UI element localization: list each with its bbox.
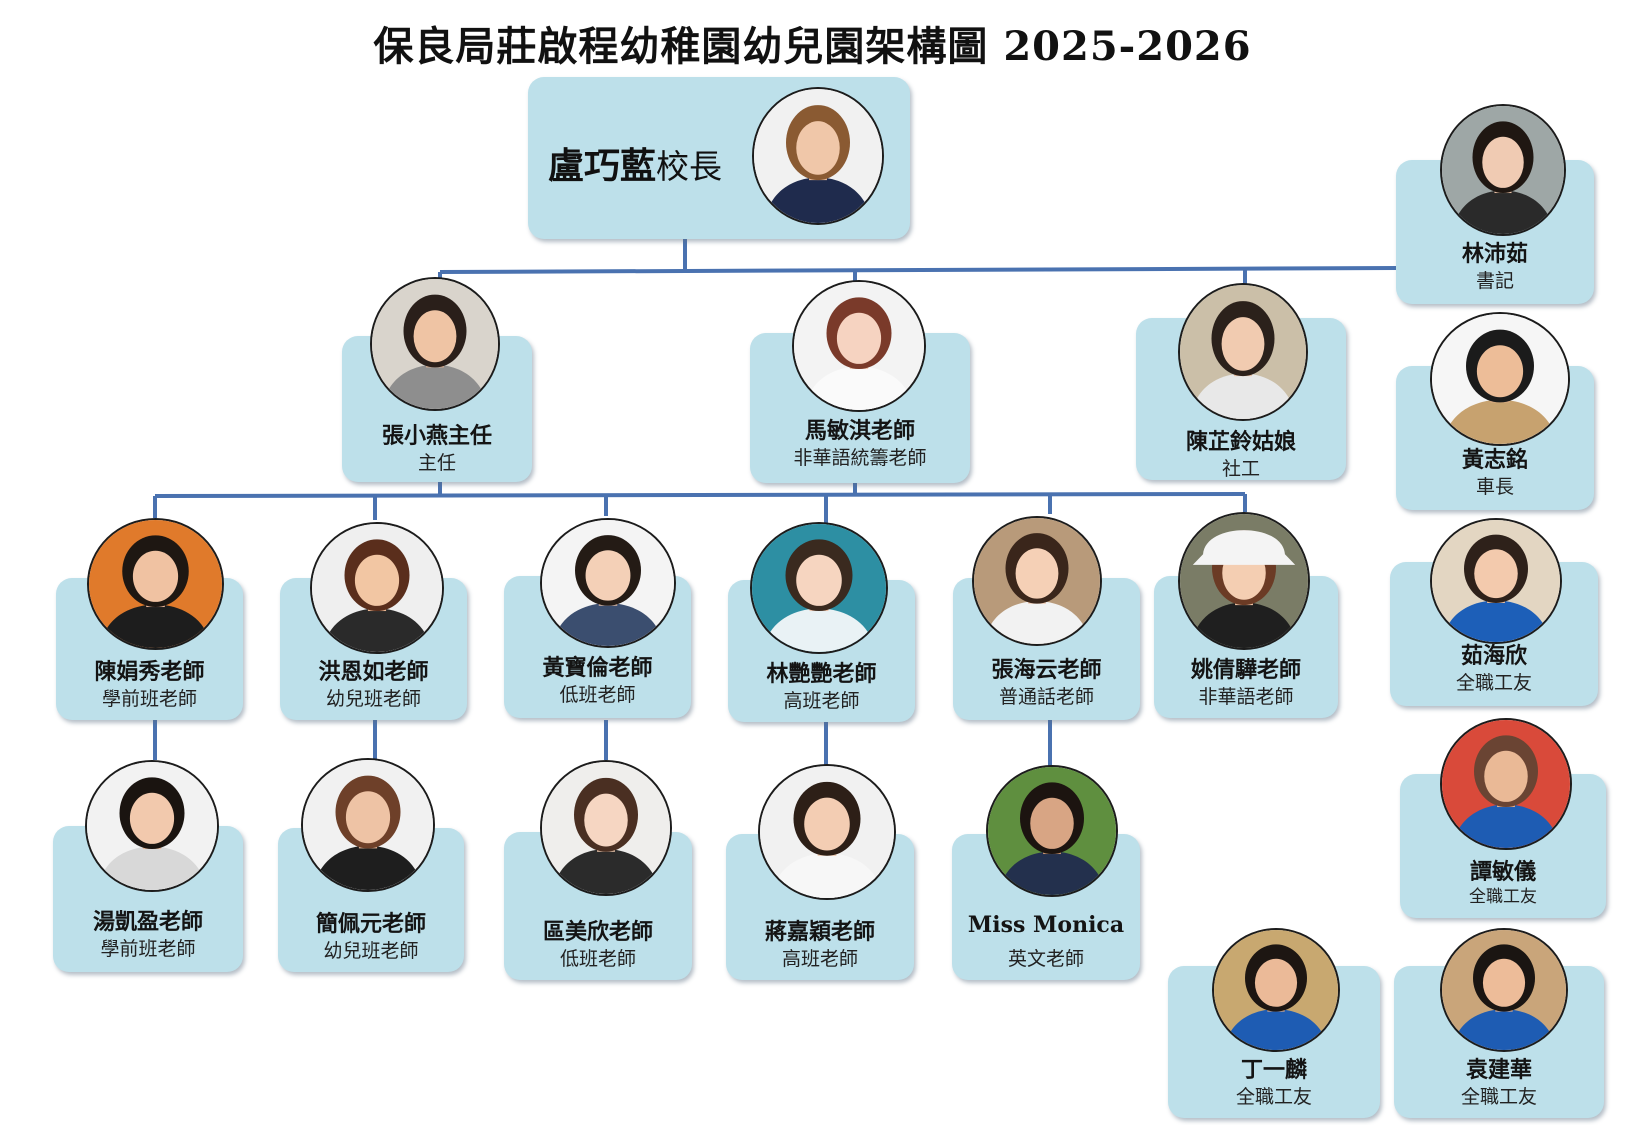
- support-photo-6: [1440, 928, 1568, 1052]
- teacher-photo-1: [87, 518, 224, 650]
- teacher-photo-4: [750, 522, 888, 654]
- teacher-photo-3: [540, 518, 676, 648]
- teacher2-photo-3: [540, 760, 672, 896]
- principal-label: 盧巧藍校長: [548, 137, 722, 189]
- teacher2-name-4: 蔣嘉穎老師: [764, 919, 875, 945]
- support-name-5: 丁一麟: [1240, 1057, 1307, 1083]
- teacher2-role-1: 學前班老師: [100, 938, 196, 960]
- support-photo-5: [1212, 928, 1340, 1052]
- teacher-photo-2: [310, 522, 444, 654]
- teacher2-photo-2: [301, 758, 435, 892]
- support-role-1: 書記: [1475, 270, 1514, 292]
- support-photo-2: [1430, 312, 1570, 446]
- support-name-3: 茹海欣: [1460, 643, 1527, 669]
- support-role-2: 車長: [1475, 476, 1514, 498]
- teacher-name-6: 姚倩驊老師: [1190, 657, 1301, 683]
- support-role-5: 全職工友: [1235, 1086, 1312, 1108]
- support-photo-4: [1440, 718, 1572, 850]
- chart-title: 保良局莊啟程幼稚園幼兒園架構圖 2025-2026: [373, 23, 1252, 70]
- teacher-photo-6: [1178, 512, 1310, 650]
- mgmt-role-3: 社工: [1221, 458, 1260, 480]
- teacher-name-3: 黃寶倫老師: [542, 655, 653, 681]
- teacher2-role-5: 英文老師: [1007, 948, 1084, 970]
- teacher-name-2: 洪恩如老師: [318, 659, 429, 685]
- principal-role: 校長: [656, 147, 723, 186]
- teacher-role-6: 非華語老師: [1198, 686, 1294, 708]
- mgmt-name-1: 張小燕主任: [381, 423, 492, 449]
- teacher2-role-2: 幼兒班老師: [323, 940, 419, 962]
- principal-name: 盧巧藍: [548, 145, 657, 187]
- support-role-6: 全職工友: [1460, 1086, 1537, 1108]
- teacher2-photo-1: [85, 760, 219, 892]
- teacher-role-2: 幼兒班老師: [325, 688, 421, 710]
- support-name-1: 林沛茹: [1461, 241, 1528, 267]
- mgmt-photo-3: [1178, 283, 1308, 421]
- teacher-photo-5: [972, 516, 1102, 646]
- mgmt-name-2: 馬敏淇老師: [804, 418, 915, 444]
- teacher2-name-1: 湯凱盈老師: [92, 909, 203, 935]
- support-photo-1: [1440, 104, 1566, 236]
- teacher-role-1: 學前班老師: [101, 688, 197, 710]
- teacher-role-3: 低班老師: [559, 684, 636, 706]
- support-photo-3: [1430, 518, 1562, 644]
- teacher-name-4: 林艷艷老師: [766, 661, 877, 687]
- principal-photo: [752, 87, 884, 225]
- teacher2-photo-5: [986, 765, 1118, 897]
- support-role-4: 全職工友: [1469, 887, 1537, 907]
- mgmt-photo-2: [792, 280, 926, 412]
- teacher-role-4: 高班老師: [783, 690, 860, 712]
- teacher-role-5: 普通話老師: [998, 686, 1094, 708]
- mgmt-role-2: 非華語統籌老師: [793, 447, 927, 469]
- teacher2-name-3: 區美欣老師: [542, 919, 653, 945]
- mgmt-photo-1: [370, 277, 500, 411]
- support-name-6: 袁建華: [1465, 1057, 1532, 1083]
- mgmt-role-1: 主任: [417, 452, 456, 474]
- mgmt-name-3: 陳芷鈴姑娘: [1185, 429, 1296, 455]
- teacher2-role-3: 低班老師: [559, 948, 636, 970]
- teacher2-name-2: 簡佩元老師: [315, 911, 426, 937]
- support-name-2: 黃志銘: [1461, 447, 1528, 473]
- teacher-name-5: 張海云老師: [991, 657, 1102, 683]
- support-role-3: 全職工友: [1455, 672, 1532, 694]
- teacher-name-1: 陳娟秀老師: [94, 659, 205, 685]
- teacher2-photo-4: [758, 764, 896, 900]
- teacher2-name-5: Miss Monica: [967, 912, 1125, 938]
- teacher2-role-4: 高班老師: [781, 948, 858, 970]
- support-name-4: 譚敏儀: [1469, 859, 1536, 885]
